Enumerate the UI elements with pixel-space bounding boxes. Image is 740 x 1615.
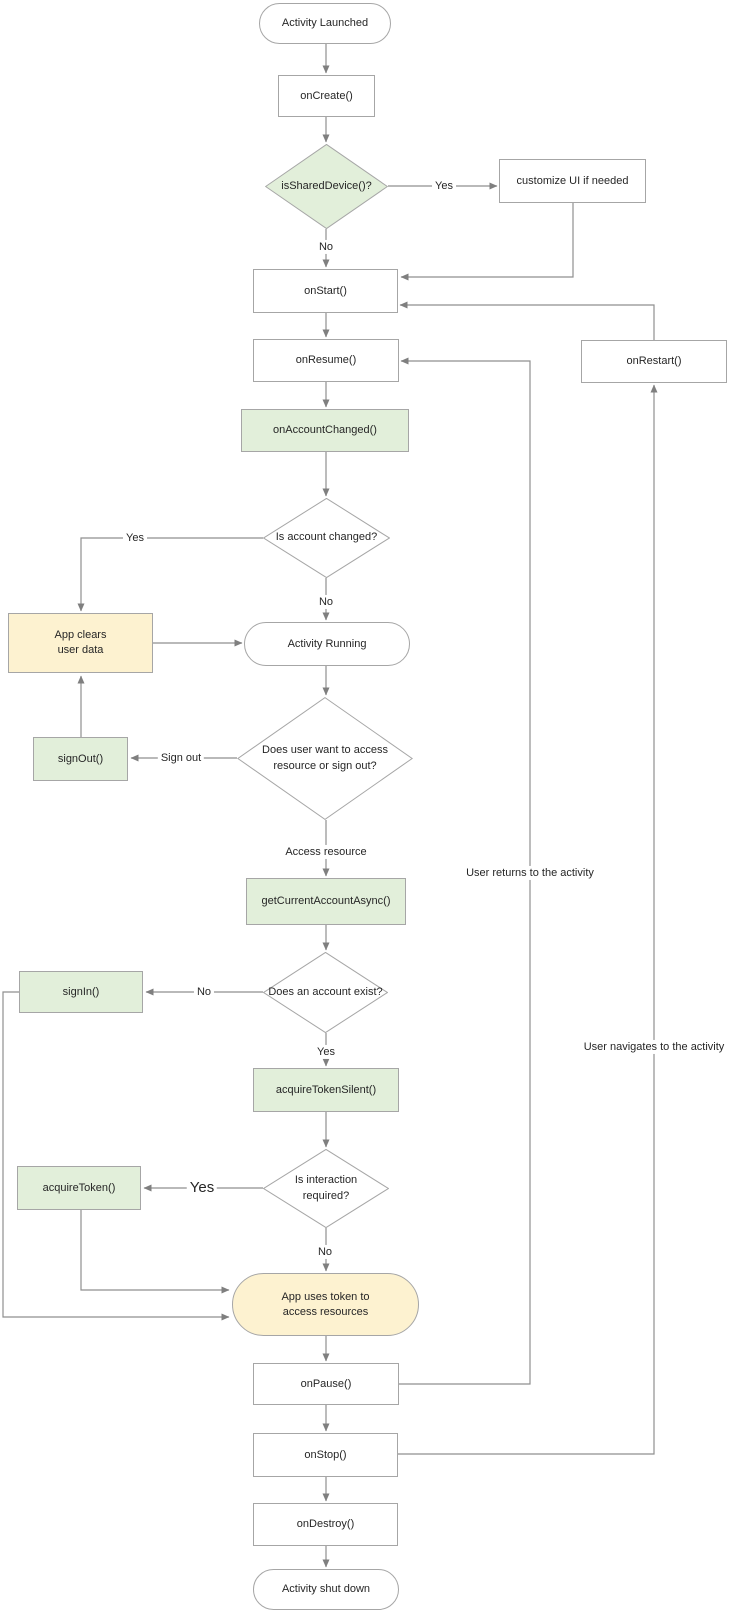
node-activity-launched: Activity Launched	[259, 3, 391, 44]
node-label: acquireTokenSilent()	[275, 1083, 377, 1096]
edge-label-interaction-yes: Yes	[186, 1178, 218, 1198]
node-label: onAccountChanged()	[273, 424, 377, 437]
node-customize-ui: customize UI if needed	[499, 159, 646, 203]
node-label: onStop()	[304, 1448, 347, 1461]
edge-label-account-changed-no: No	[315, 594, 337, 610]
edge-label-account-changed-yes: Yes	[123, 530, 147, 546]
diamond-shape-icon	[263, 498, 390, 578]
diamond-shape-icon	[237, 697, 413, 820]
node-app-uses-token: App uses token to access resources	[232, 1273, 419, 1336]
edge-label-access-resource: Access resource	[282, 844, 370, 860]
edge-customize-to-onstart	[400, 203, 574, 281]
node-label: App clears user data	[54, 629, 107, 656]
edge-label-interaction-no: No	[314, 1244, 336, 1260]
node-doesuserwant-decision: Does user want to access resource or sig…	[237, 697, 413, 820]
node-label: isSharedDevice()?	[281, 179, 372, 192]
node-onresume: onResume()	[253, 339, 399, 382]
node-label: Is interaction required?	[294, 1174, 358, 1202]
node-label: Does an account exist?	[268, 985, 383, 998]
node-acquiretokensilent: acquireTokenSilent()	[253, 1068, 399, 1112]
node-label: onRestart()	[626, 355, 682, 368]
node-getcurrentaccountasync: getCurrentAccountAsync()	[246, 878, 406, 925]
node-label: onPause()	[300, 1377, 352, 1390]
node-label: onResume()	[295, 354, 357, 367]
node-app-clears-user-data: App clears user data	[8, 613, 153, 673]
node-label: Activity shut down	[281, 1583, 371, 1596]
node-signout: signOut()	[33, 737, 128, 781]
node-label: signOut()	[57, 752, 104, 765]
node-label: onCreate()	[300, 89, 353, 102]
node-onrestart: onRestart()	[581, 340, 727, 383]
node-label: getCurrentAccountAsync()	[261, 895, 391, 908]
node-label: Activity Launched	[281, 17, 369, 30]
node-isaccountchanged-decision: Is account changed?	[263, 498, 390, 578]
edge-label-account-exist-no: No	[193, 984, 215, 1000]
edge-label-shared-no: No	[315, 239, 337, 255]
node-onaccountchanged: onAccountChanged()	[241, 409, 409, 452]
node-label: onDestroy()	[296, 1518, 355, 1531]
node-label: customize UI if needed	[516, 174, 629, 187]
diamond-shape-icon	[265, 144, 388, 229]
edge-label-user-returns: User returns to the activity	[463, 865, 597, 881]
node-label: Does user want to access resource or sig…	[262, 744, 388, 772]
node-onstart: onStart()	[253, 269, 398, 313]
node-label: acquireToken()	[42, 1181, 116, 1194]
edge-acquiretoken-to-appusestoken	[80, 1210, 230, 1294]
node-acquiretoken: acquireToken()	[17, 1166, 141, 1210]
edge-label-sign-out: Sign out	[157, 750, 205, 766]
node-isshareddevice-decision: isSharedDevice()?	[265, 144, 388, 229]
node-isinteractionrequired-decision: Is interaction required?	[263, 1149, 389, 1228]
edge-isaccountchanged-yes-to-appclears	[77, 537, 263, 612]
node-label: signIn()	[62, 985, 100, 998]
edge-onstop-navigates-to-onrestart	[398, 384, 658, 1455]
node-activity-shut-down: Activity shut down	[253, 1569, 399, 1610]
node-label: Activity Running	[287, 637, 367, 650]
node-signin: signIn()	[19, 971, 143, 1013]
node-activity-running: Activity Running	[244, 622, 410, 666]
node-label: onStart()	[304, 284, 347, 297]
node-label: Is account changed?	[275, 531, 378, 544]
node-ondestroy: onDestroy()	[253, 1503, 398, 1546]
edge-onrestart-to-onstart	[399, 301, 655, 340]
node-oncreate: onCreate()	[278, 75, 375, 117]
edge-label-shared-yes: Yes	[432, 178, 456, 194]
node-label: App uses token to access resources	[281, 1290, 370, 1318]
edge-label-user-navigates: User navigates to the activity	[580, 1039, 728, 1055]
node-onpause: onPause()	[253, 1363, 399, 1405]
diamond-shape-icon	[263, 952, 388, 1033]
edge-signin-to-appusestoken	[2, 991, 230, 1321]
diamond-shape-icon	[263, 1149, 389, 1228]
edge-label-account-exist-yes: Yes	[314, 1044, 338, 1060]
node-doesaccountexist-decision: Does an account exist?	[263, 952, 388, 1033]
node-onstop: onStop()	[253, 1433, 398, 1477]
